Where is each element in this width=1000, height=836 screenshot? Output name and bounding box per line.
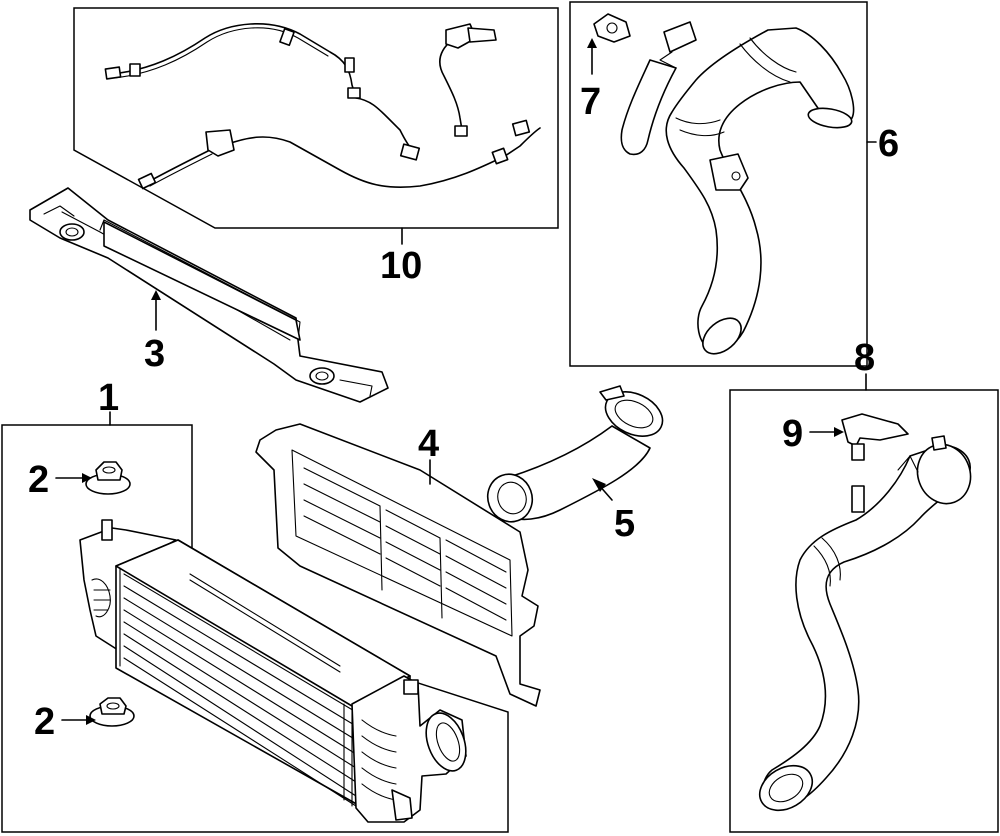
callout-1: 1: [98, 377, 119, 419]
leader-lines: [55, 38, 877, 725]
nut-upper: [85, 461, 131, 495]
air-deflector: [255, 423, 541, 707]
intercooler: [79, 519, 467, 823]
nut-lower: [89, 697, 135, 727]
callout-7: 7: [580, 81, 601, 123]
group-box-upper-hose: [569, 1, 868, 367]
callout-2-upper: 2: [28, 459, 49, 501]
wiring-harness: [104, 23, 541, 190]
callout-5: 5: [614, 503, 635, 545]
callout-2-lower: 2: [34, 701, 55, 743]
group-box-intercooler: [1, 424, 509, 833]
upper-hose: [593, 13, 855, 355]
bracket: [29, 187, 389, 403]
callout-8: 8: [854, 337, 875, 379]
callout-10: 10: [380, 245, 422, 287]
lower-hose: [758, 413, 972, 812]
callout-9: 9: [782, 413, 803, 455]
callout-3: 3: [144, 333, 165, 375]
short-hose: [486, 385, 664, 523]
callout-6: 6: [878, 123, 899, 165]
group-box-wiring-harness: [73, 7, 559, 229]
group-box-lower-hose: [729, 389, 999, 833]
callout-4: 4: [418, 423, 439, 465]
